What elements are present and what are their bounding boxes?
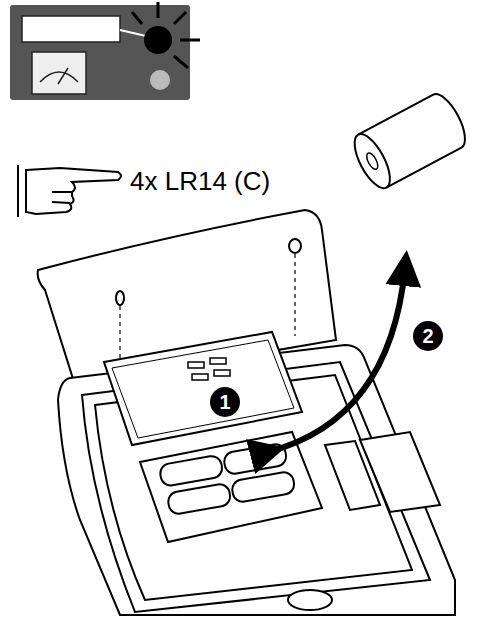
pointer-line <box>120 30 146 36</box>
battery-compartment <box>140 432 322 542</box>
dial-needle <box>58 68 68 84</box>
remove-insert-arrow <box>268 268 405 452</box>
battery-c-cell <box>348 89 472 193</box>
display-window <box>22 16 120 42</box>
pointing-hand <box>18 165 121 217</box>
callout-number: 1 <box>219 390 230 414</box>
dial-arc <box>40 72 78 82</box>
callout-circle <box>413 321 443 351</box>
warning-lamp <box>144 26 172 54</box>
callout-circle <box>210 387 240 417</box>
warning-rays <box>132 2 200 68</box>
battery-cover-plate <box>104 332 302 445</box>
dial-window <box>32 52 86 94</box>
battery-spec: 4x LR14 (C) <box>130 166 270 197</box>
grey-button <box>150 70 170 90</box>
callout-number: 2 <box>422 324 433 348</box>
meter-panel <box>10 5 190 100</box>
